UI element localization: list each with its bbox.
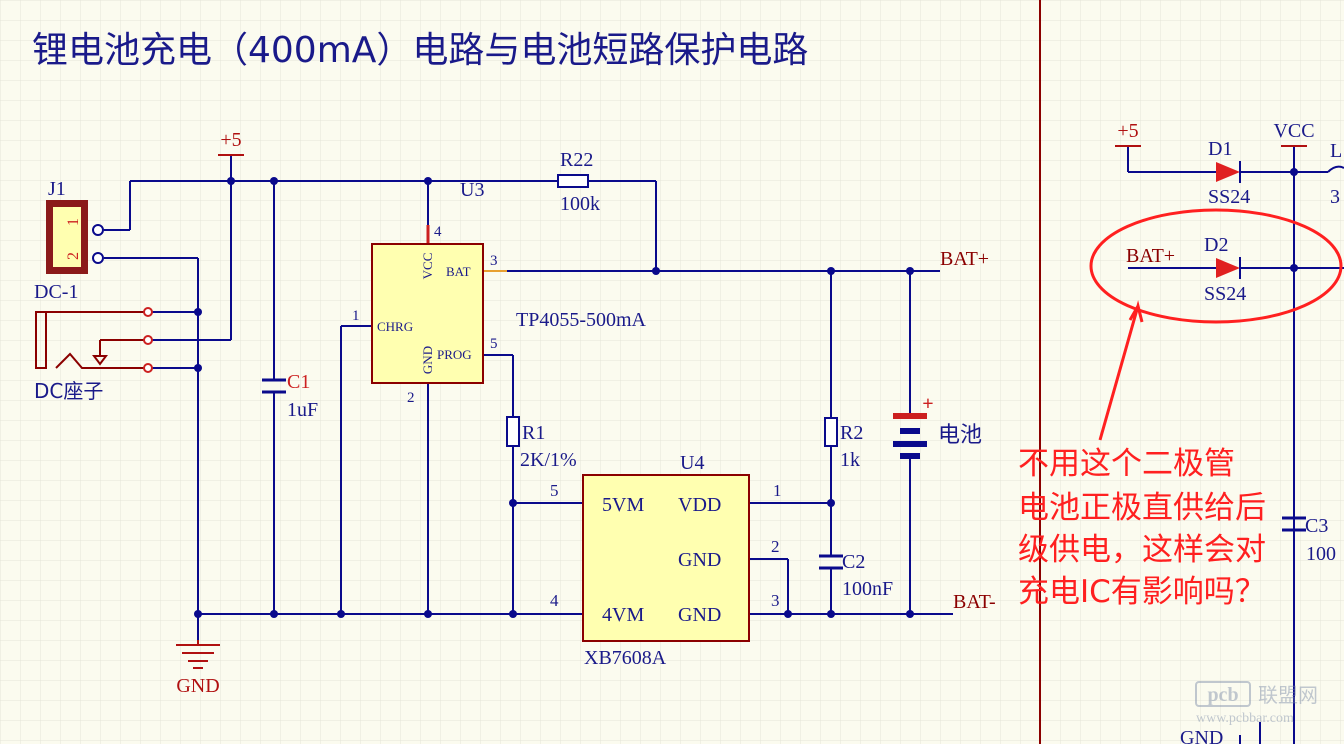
dc-jack-label: DC座子 bbox=[34, 379, 103, 403]
r1-ref: R1 bbox=[522, 422, 545, 444]
r22-ref: R22 bbox=[560, 149, 593, 171]
annotation-text: 不用这个二极管 电池正极直供给后 级供电，这样会对 充电IC有影响吗？ bbox=[1018, 446, 1266, 610]
annotation-line-2: 电池正极直供给后 bbox=[1018, 490, 1266, 526]
annotation-line-3: 级供电，这样会对 bbox=[1018, 532, 1266, 568]
gnd-symbol-left: GND bbox=[176, 640, 220, 697]
u3-ref: U3 bbox=[460, 179, 484, 201]
j1-value: DC-1 bbox=[34, 281, 78, 303]
dc-jack: DC座子 bbox=[34, 307, 153, 403]
r1-resistor: R1 2K/1% bbox=[506, 416, 577, 471]
c1-value: 1uF bbox=[287, 399, 318, 421]
battery: + 电池 bbox=[893, 393, 982, 459]
u4-chip: U4 XB7608A 5VM VDD GND 4VM GND 5 1 2 4 3 bbox=[513, 452, 782, 669]
inductor-ref-partial: L bbox=[1330, 140, 1342, 162]
c2-ref: C2 bbox=[842, 551, 865, 573]
watermark-url: www.pcbbar.com bbox=[1196, 711, 1294, 726]
vcc-right-label: VCC bbox=[1273, 120, 1314, 142]
c3-capacitor: C3 bbox=[1282, 515, 1328, 537]
d2-value: SS24 bbox=[1204, 283, 1246, 305]
watermark-site: 联盟网 bbox=[1258, 683, 1318, 707]
gnd-left-label: GND bbox=[176, 675, 219, 697]
u3-pin-bat: BAT bbox=[446, 264, 471, 279]
u3-pin-chrg: CHRG bbox=[377, 319, 413, 334]
annotation-arrow bbox=[1098, 300, 1144, 441]
gnd-right-label: GND bbox=[1180, 727, 1223, 744]
u3-part: TP4055-500mA bbox=[516, 309, 647, 331]
u3-num-gnd: 2 bbox=[407, 390, 415, 406]
d1-value: SS24 bbox=[1208, 186, 1250, 208]
u4-part: XB7608A bbox=[584, 647, 667, 669]
annotation-ellipse bbox=[1089, 208, 1343, 324]
bat-plus-right-net-label: BAT+ bbox=[1126, 245, 1175, 267]
u3-pin-prog: PROG bbox=[437, 347, 472, 362]
junctions bbox=[194, 168, 1298, 618]
u4-num-3: 3 bbox=[771, 591, 780, 610]
u4-pin-gnd1: GND bbox=[678, 549, 721, 571]
u3-num-bat: 3 bbox=[490, 253, 498, 269]
d1-diode: D1 SS24 bbox=[1208, 138, 1250, 208]
j1-ref: J1 bbox=[48, 178, 66, 200]
c2-capacitor: C2 100nF bbox=[819, 551, 893, 600]
power-port-p5-left: +5 bbox=[218, 129, 244, 156]
r2-ref: R2 bbox=[840, 422, 863, 444]
inductor-value-partial: 3 bbox=[1330, 186, 1340, 208]
u4-pin-vdd: VDD bbox=[678, 494, 721, 516]
d2-diode: D2 SS24 bbox=[1204, 234, 1246, 305]
u4-pin-gnd2: GND bbox=[678, 604, 721, 626]
c1-ref: C1 bbox=[287, 371, 310, 393]
p5-right-label: +5 bbox=[1117, 120, 1138, 142]
r22-value: 100k bbox=[560, 193, 600, 215]
u4-num-2: 2 bbox=[771, 537, 780, 556]
watermark: pcb 联盟网 www.pcbbar.com bbox=[1195, 681, 1318, 726]
battery-label: 电池 bbox=[938, 423, 982, 448]
wires bbox=[104, 146, 1344, 744]
d2-ref: D2 bbox=[1204, 234, 1228, 256]
r1-value: 2K/1% bbox=[520, 449, 577, 471]
gnd-symbol-right-partial bbox=[1239, 722, 1261, 744]
annotation-line-4: 充电IC有影响吗？ bbox=[1018, 574, 1266, 610]
u3-pin-vcc: VCC bbox=[420, 253, 435, 280]
u4-ref: U4 bbox=[680, 452, 704, 474]
bat-plus-net-label: BAT+ bbox=[940, 248, 989, 270]
u4-num-4: 4 bbox=[550, 591, 559, 610]
j1-connector: 1 2 J1 DC-1 bbox=[34, 178, 104, 303]
c1-capacitor: C1 1uF bbox=[262, 371, 318, 421]
annotation-line-1: 不用这个二极管 bbox=[1018, 446, 1235, 482]
r22-resistor: R22 100k bbox=[557, 149, 600, 215]
watermark-logo: pcb bbox=[1207, 684, 1238, 706]
page-title: 锂电池充电（400mA）电路与电池短路保护电路 bbox=[32, 30, 808, 71]
r2-value: 1k bbox=[840, 449, 860, 471]
c3-value-partial: 100 bbox=[1306, 543, 1336, 565]
u4-pin-5vm: 5VM bbox=[602, 494, 644, 516]
r2-resistor: R2 1k bbox=[824, 417, 863, 471]
p5-left-label: +5 bbox=[220, 129, 241, 151]
u4-num-1: 1 bbox=[773, 481, 782, 500]
u3-num-vcc: 4 bbox=[434, 224, 442, 240]
c2-value: 100nF bbox=[842, 578, 893, 600]
d1-ref: D1 bbox=[1208, 138, 1232, 160]
u3-num-chrg: 1 bbox=[352, 308, 360, 324]
c3-ref: C3 bbox=[1305, 515, 1328, 537]
j1-pin2-label: 2 bbox=[65, 252, 82, 260]
u3-chip: U3 TP4055-500mA VCC BAT CHRG GND PROG 4 … bbox=[352, 179, 647, 406]
u4-num-5: 5 bbox=[550, 481, 559, 500]
u3-pin-gnd: GND bbox=[420, 346, 435, 374]
power-port-vcc-right: VCC bbox=[1273, 120, 1315, 147]
power-port-p5-right: +5 bbox=[1115, 120, 1141, 147]
bat-minus-net-label: BAT- bbox=[953, 591, 996, 613]
battery-plus-sign: + bbox=[922, 393, 933, 415]
j1-pin1-label: 1 bbox=[65, 218, 82, 226]
u3-num-prog: 5 bbox=[490, 336, 498, 352]
u4-pin-4vm: 4VM bbox=[602, 604, 644, 626]
